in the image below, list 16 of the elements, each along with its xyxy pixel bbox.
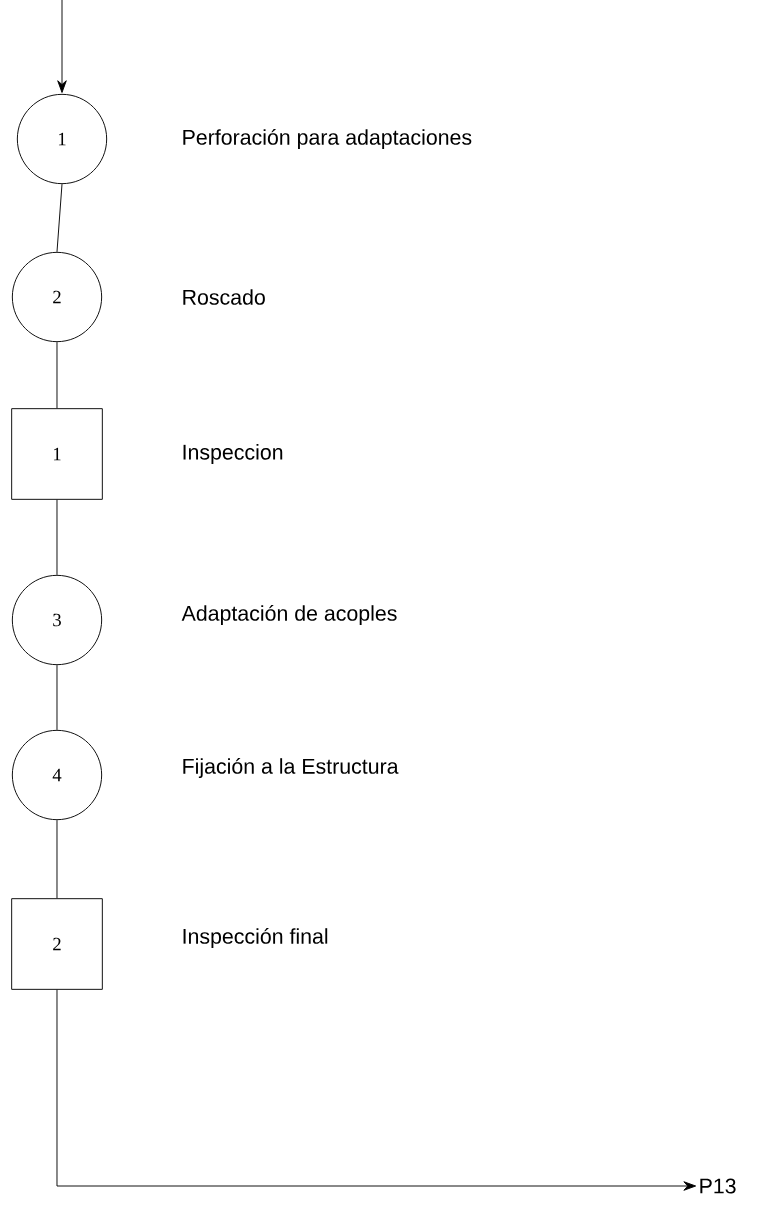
step-label: Perforación para adaptaciones [183, 128, 472, 150]
step-label: Roscado [183, 289, 265, 305]
end-label: P13 [700, 1178, 736, 1194]
connector-line [56, 341, 58, 409]
connector-line [56, 499, 58, 576]
step-label: Fijación a la Estructura [183, 757, 399, 779]
step-label: Inspeccion [183, 444, 283, 464]
inspection-square: 1 [11, 408, 103, 500]
arrow [56, 989, 697, 1191]
connector-line [56, 819, 58, 899]
step-label: Inspección final [183, 927, 328, 949]
connector-line [56, 664, 58, 731]
connector-line [56, 183, 63, 253]
inspection-square: 2 [11, 898, 103, 990]
step-label: Adaptación de acoples [181, 604, 397, 626]
arrow [57, 0, 67, 93]
